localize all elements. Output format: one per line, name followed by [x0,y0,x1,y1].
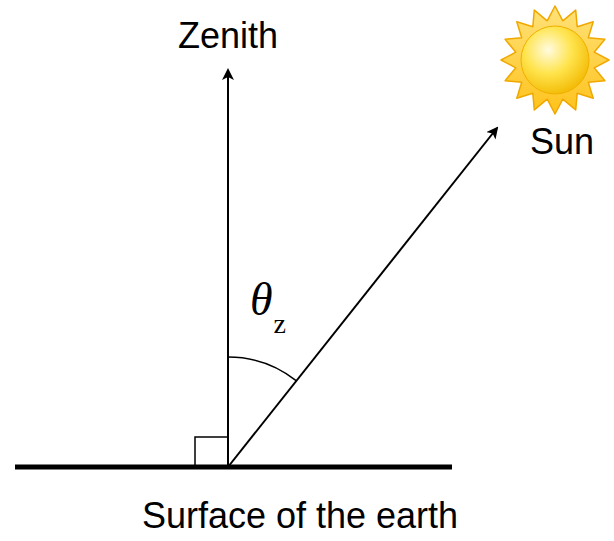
angle-arc [228,357,297,381]
sun-direction-arrow [228,128,497,467]
sun-label: Sun [530,124,594,160]
angle-symbol: θ [250,277,273,323]
zenith-label: Zenith [178,18,278,54]
zenith-arrow [227,70,229,467]
earth-surface-line [15,465,452,470]
sun-rays [501,6,609,114]
sun-disc [521,26,589,94]
right-angle-mark [195,437,228,467]
surface-label: Surface of the earth [142,498,458,534]
angle-subscript: z [274,310,286,338]
